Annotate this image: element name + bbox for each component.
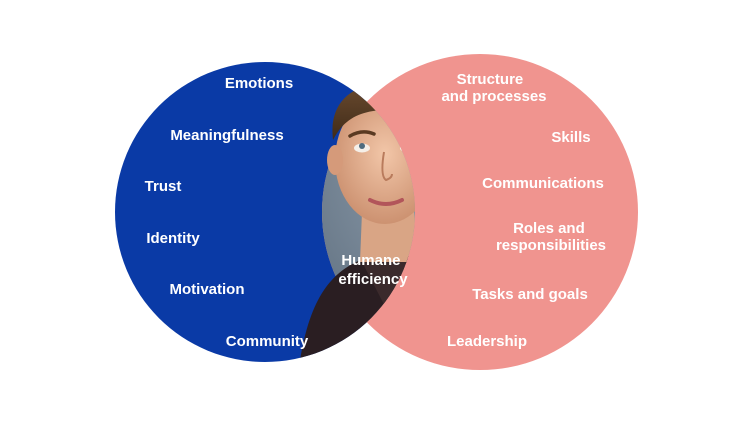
- label-leadership: Leadership: [447, 333, 527, 350]
- label-tasks-goals: Tasks and goals: [472, 286, 588, 303]
- label-humane-line2: efficiency: [338, 271, 408, 288]
- label-humane-line1: Humane: [341, 252, 400, 269]
- label-roles-line2: responsibilities: [496, 237, 606, 254]
- label-skills: Skills: [551, 129, 590, 146]
- label-emotions: Emotions: [225, 75, 293, 92]
- label-meaningfulness: Meaningfulness: [170, 127, 283, 144]
- left-labels: Emotions Meaningfulness Trust Identity M…: [145, 75, 309, 350]
- label-humane-efficiency: Humane efficiency: [338, 252, 408, 288]
- label-community: Community: [226, 333, 309, 350]
- label-structure-processes: Structure and processes: [441, 71, 546, 105]
- label-motivation: Motivation: [170, 281, 245, 298]
- label-structure-line2: and processes: [441, 88, 546, 105]
- label-communications: Communications: [482, 175, 604, 192]
- label-structure-line1: Structure: [457, 71, 524, 88]
- right-circle: [322, 54, 638, 370]
- label-trust: Trust: [145, 178, 182, 195]
- label-identity: Identity: [146, 230, 200, 247]
- label-roles-responsibilities: Roles and responsibilities: [496, 220, 606, 254]
- label-roles-line1: Roles and: [513, 220, 585, 237]
- right-labels: Structure and processes Skills Communica…: [441, 71, 606, 350]
